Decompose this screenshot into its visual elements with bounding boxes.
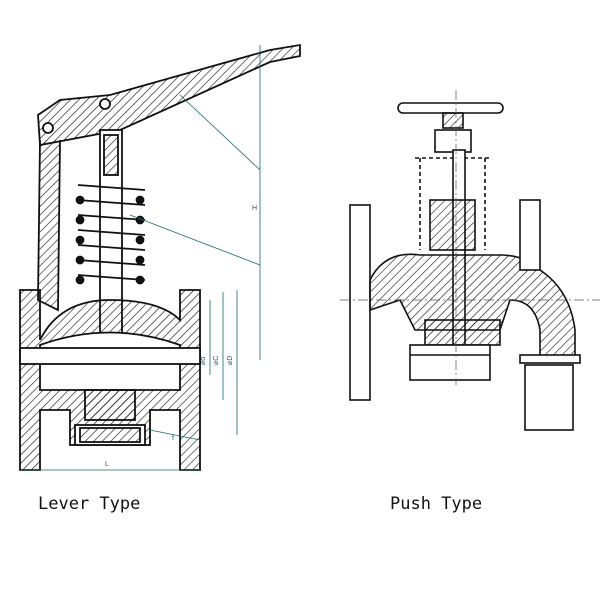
dim-L: L <box>105 461 109 468</box>
push-type-valve <box>340 90 600 431</box>
disc <box>84 389 136 421</box>
caption-push-type: Push Type <box>390 494 483 514</box>
handwheel <box>397 102 504 114</box>
spring <box>77 184 146 281</box>
dim-C: ⌀C <box>213 356 220 365</box>
dim-d: ⌀d <box>200 357 207 365</box>
lever-arm <box>37 139 61 312</box>
caption-lever-type: Lever Type <box>38 494 141 514</box>
lever-handle <box>37 43 301 147</box>
push-body <box>369 253 576 361</box>
dimension-lines <box>20 45 261 471</box>
dim-f: f <box>172 435 174 442</box>
lever-type-valve <box>19 43 301 471</box>
dim-D: ⌀D <box>227 356 234 365</box>
dim-H: H <box>252 205 257 212</box>
